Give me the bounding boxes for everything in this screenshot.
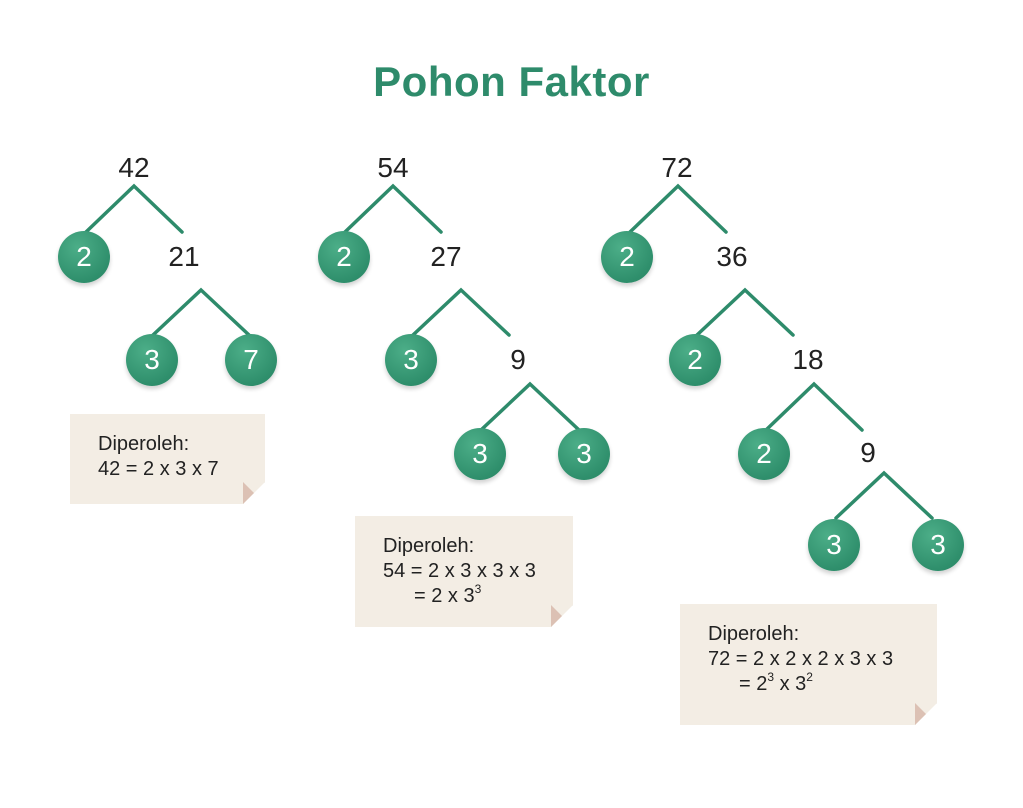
note-heading: Diperoleh: (383, 535, 475, 557)
composite-node: 27 (430, 241, 462, 272)
branch-21 (151, 287, 251, 337)
note-equation: 42 = 2 x 3 x 7 (98, 458, 219, 480)
note-equation: 72 = 2 x 2 x 2 x 3 x 3 (708, 648, 894, 670)
note-equation-prefix: = 2 x 3 (414, 585, 475, 607)
branch-42 (84, 183, 184, 234)
branch-54 (343, 183, 443, 234)
prime-node: 2 (58, 231, 110, 283)
note-equation-mid: x 3 (774, 673, 807, 695)
composite-node: 36 (716, 241, 748, 272)
prime-node: 7 (225, 334, 277, 386)
note-equation: 54 = 2 x 3 x 3 x 3 (383, 560, 536, 582)
page-title: Pohon Faktor (373, 58, 650, 105)
branch-36 (695, 287, 795, 337)
composite-node: 18 (792, 344, 824, 375)
prime-node: 2 (318, 231, 370, 283)
branch-9b (834, 470, 934, 520)
tree-root-54: 54 (377, 152, 409, 183)
exponent: 3 (474, 582, 482, 596)
composite-node: 9 (860, 437, 876, 468)
prime-node: 2 (738, 428, 790, 480)
prime-node: 3 (558, 428, 610, 480)
prime-node: 3 (385, 334, 437, 386)
prime-node: 3 (126, 334, 178, 386)
prime-node: 2 (669, 334, 721, 386)
note-heading: Diperoleh: (708, 623, 800, 645)
prime-node: 3 (454, 428, 506, 480)
branch-72 (628, 183, 728, 234)
note-heading: Diperoleh: (98, 433, 190, 455)
note-equation-power: = 23 x 32 (708, 672, 937, 697)
branch-27 (411, 287, 511, 337)
exponent: 2 (806, 670, 813, 684)
branch-9 (479, 381, 581, 432)
result-note-42: Diperoleh: 42 = 2 x 3 x 7 (70, 414, 265, 504)
composite-node: 9 (510, 344, 526, 375)
prime-node: 3 (912, 519, 964, 571)
exponent: 3 (767, 670, 775, 684)
note-equation-power: = 2 x 33 (383, 584, 573, 609)
prime-node: 3 (808, 519, 860, 571)
prime-node: 2 (601, 231, 653, 283)
result-note-54: Diperoleh: 54 = 2 x 3 x 3 x 3 = 2 x 33 (355, 516, 573, 627)
result-note-72: Diperoleh: 72 = 2 x 2 x 2 x 3 x 3 = 23 x… (680, 604, 937, 725)
composite-node: 21 (168, 241, 200, 272)
branch-18 (764, 381, 864, 432)
note-equation-prefix: = 2 (739, 673, 768, 695)
tree-root-42: 42 (118, 152, 150, 183)
tree-root-72: 72 (661, 152, 693, 183)
